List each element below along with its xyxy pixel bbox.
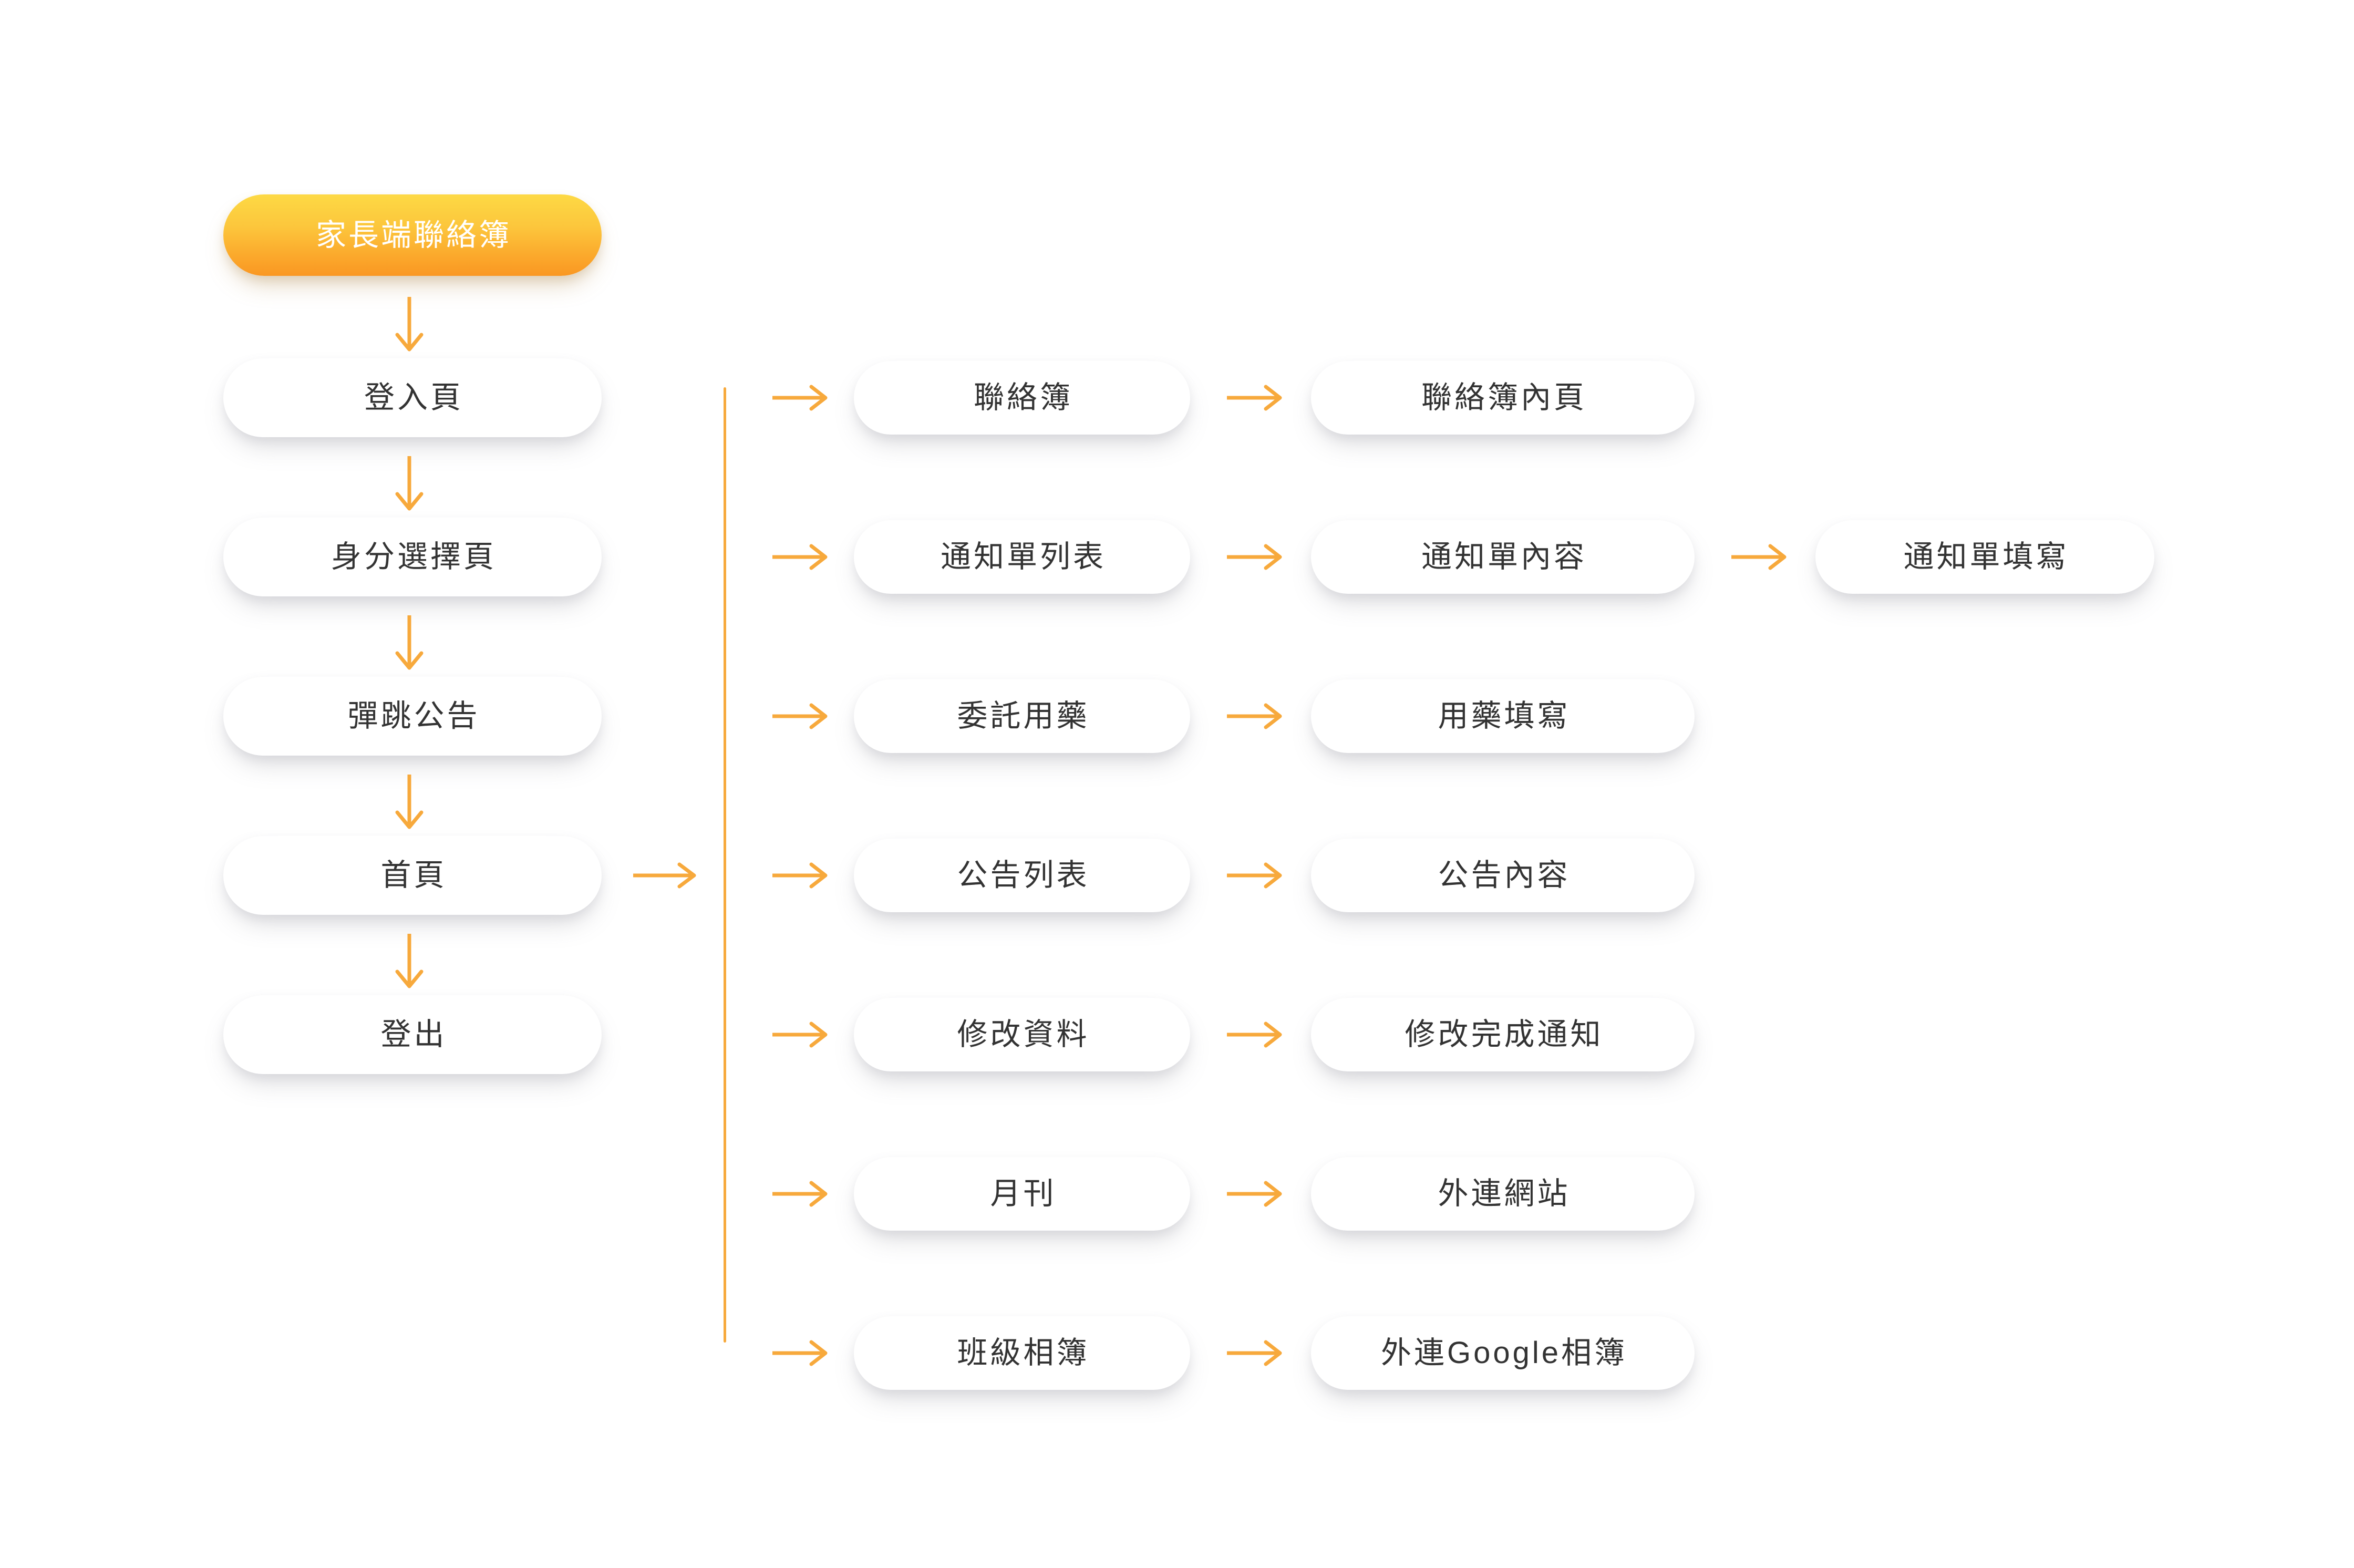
arrow-right-icon — [633, 857, 696, 894]
flow-node-medication-request[interactable]: 委託用藥 — [854, 679, 1190, 753]
arrow-right-icon — [1227, 1335, 1282, 1371]
flow-header-node[interactable]: 家長端聯絡簿 — [223, 194, 602, 276]
flow-header-label: 家長端聯絡簿 — [315, 218, 511, 252]
flow-node-label: 通知單填寫 — [1903, 540, 2069, 574]
flow-node-home[interactable]: 首頁 — [223, 836, 602, 915]
flow-node-label: 身分選擇頁 — [331, 540, 497, 574]
flow-node-label: 登入頁 — [364, 380, 463, 415]
flow-node-label: 修改資料 — [957, 1017, 1090, 1051]
arrow-right-icon — [772, 698, 828, 735]
flow-node-label: 外連網站 — [1438, 1177, 1571, 1211]
flow-node-label: 彈跳公告 — [347, 699, 480, 733]
arrow-right-icon — [1227, 1016, 1282, 1053]
arrow-right-icon — [772, 1175, 828, 1212]
flow-node-label: 通知單內容 — [1421, 540, 1587, 574]
flow-node-announcement-content[interactable]: 公告內容 — [1311, 839, 1695, 912]
flow-node-label: 班級相簿 — [957, 1336, 1090, 1370]
arrow-down-icon — [391, 615, 428, 673]
flow-node-notice-content[interactable]: 通知單內容 — [1311, 520, 1695, 594]
flow-node-label: 委託用藥 — [957, 699, 1090, 733]
flow-node-label: 通知單列表 — [940, 540, 1106, 574]
flow-node-label: 月刊 — [990, 1177, 1057, 1211]
flow-node-monthly-journal[interactable]: 月刊 — [854, 1157, 1190, 1231]
arrow-right-icon — [772, 539, 828, 575]
flow-node-login[interactable]: 登入頁 — [223, 358, 602, 437]
flow-node-label: 公告內容 — [1438, 858, 1571, 892]
flow-node-contact-book-detail[interactable]: 聯絡簿內頁 — [1311, 361, 1695, 435]
flow-node-label: 外連Google相簿 — [1380, 1336, 1628, 1370]
flow-node-label: 登出 — [380, 1017, 447, 1051]
flow-node-edit-profile[interactable]: 修改資料 — [854, 998, 1190, 1071]
flow-node-logout[interactable]: 登出 — [223, 995, 602, 1074]
flow-node-label: 首頁 — [380, 858, 447, 892]
arrow-right-icon — [772, 857, 828, 894]
arrow-down-icon — [391, 456, 428, 514]
flow-node-popup-announcement[interactable]: 彈跳公告 — [223, 677, 602, 756]
flow-node-identity-select[interactable]: 身分選擇頁 — [223, 518, 602, 596]
branch-spine-connector — [724, 387, 726, 1343]
arrow-right-icon — [772, 1016, 828, 1053]
arrow-right-icon — [1227, 1175, 1282, 1212]
flow-node-edit-complete-notice[interactable]: 修改完成通知 — [1311, 998, 1695, 1071]
flow-node-label: 用藥填寫 — [1438, 699, 1571, 733]
arrow-right-icon — [1227, 539, 1282, 575]
arrow-right-icon — [1227, 857, 1282, 894]
flow-node-medication-form[interactable]: 用藥填寫 — [1311, 679, 1695, 753]
arrow-right-icon — [1227, 698, 1282, 735]
flow-node-external-website[interactable]: 外連網站 — [1311, 1157, 1695, 1231]
arrow-right-icon — [772, 1335, 828, 1371]
arrow-right-icon — [1731, 539, 1787, 575]
arrow-right-icon — [1227, 379, 1282, 416]
flow-node-label: 聯絡簿內頁 — [1421, 380, 1587, 415]
arrow-right-icon — [772, 379, 828, 416]
flow-node-class-album[interactable]: 班級相簿 — [854, 1316, 1190, 1390]
arrow-down-icon — [391, 934, 428, 992]
flow-node-notice-form[interactable]: 通知單填寫 — [1815, 520, 2154, 594]
arrow-down-icon — [391, 297, 428, 355]
flow-node-label: 公告列表 — [957, 858, 1090, 892]
arrow-down-icon — [391, 775, 428, 832]
flow-node-announcement-list[interactable]: 公告列表 — [854, 839, 1190, 912]
flow-node-label: 修改完成通知 — [1405, 1017, 1604, 1051]
flow-node-label: 聯絡簿 — [973, 380, 1073, 415]
flow-node-notice-list[interactable]: 通知單列表 — [854, 520, 1190, 594]
flow-node-contact-book[interactable]: 聯絡簿 — [854, 361, 1190, 435]
flow-node-external-google-album[interactable]: 外連Google相簿 — [1311, 1316, 1695, 1390]
